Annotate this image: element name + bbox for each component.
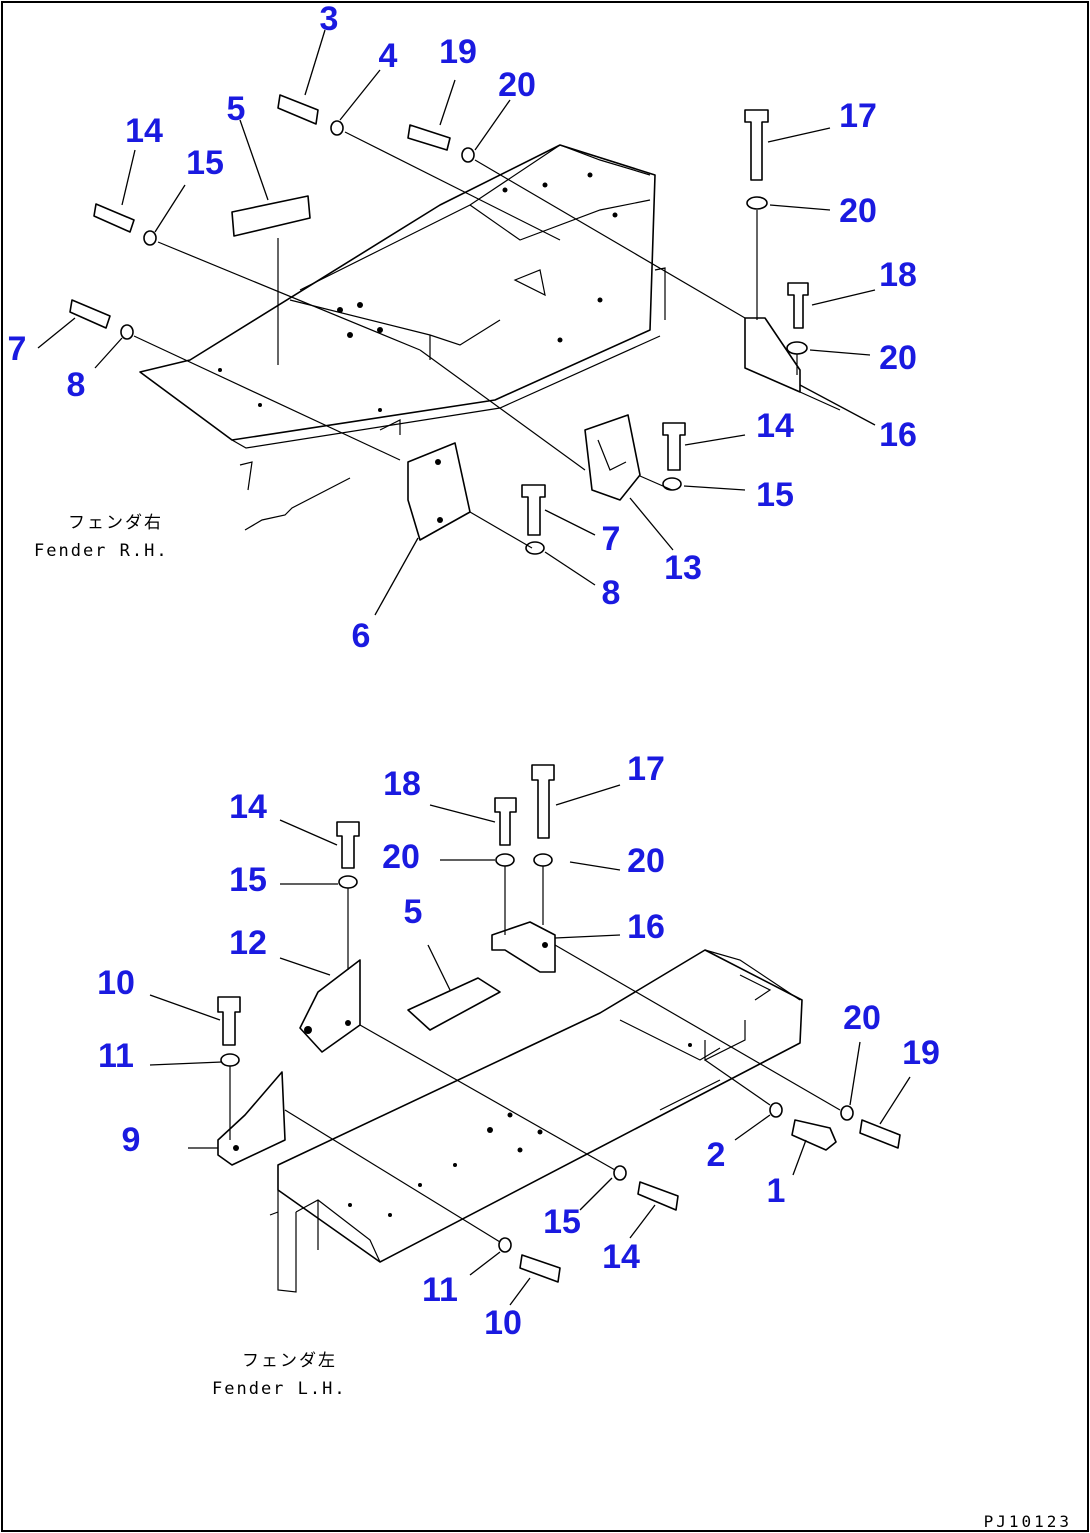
callout-15: 15	[543, 1203, 581, 1241]
callout-20: 20	[879, 339, 917, 377]
callout-16: 16	[627, 908, 665, 946]
caption-lh-en: Fender L.H.	[212, 1379, 347, 1399]
nut-1-lh	[791, 1119, 837, 1151]
bolt-3-rh	[277, 94, 319, 125]
bolt-10-lh-b	[519, 1254, 561, 1283]
callout-18: 18	[383, 765, 421, 803]
callout-9: 9	[122, 1121, 141, 1159]
callout-20: 20	[843, 999, 881, 1037]
leaders-lh	[149, 784, 911, 1306]
bracket-12-lh	[299, 959, 361, 1053]
callout-3: 3	[320, 0, 339, 38]
bracket-9-lh	[217, 1071, 286, 1166]
washer-20-rh-b	[746, 196, 768, 210]
assembly-lines-rh	[133, 131, 841, 549]
callout-14: 14	[602, 1238, 640, 1276]
washer-20-lh-b	[533, 853, 553, 867]
washer-2-lh	[769, 1102, 783, 1118]
callout-16: 16	[879, 416, 917, 454]
assembly-lines-lh	[188, 866, 841, 1243]
callout-20: 20	[839, 192, 877, 230]
washer-20-rh	[461, 147, 475, 163]
callout-11: 11	[422, 1271, 458, 1309]
washer-11-lh	[220, 1053, 240, 1067]
callout-8: 8	[602, 574, 621, 612]
fender-lh-body	[269, 949, 803, 1293]
callout-7: 7	[602, 520, 621, 558]
washer-20-rh-c	[786, 341, 808, 355]
bolt-14-rh-b	[662, 422, 686, 471]
callout-20: 20	[498, 66, 536, 104]
caption-rh-jp: フェンダ右	[68, 513, 163, 533]
washer-15-lh-b	[613, 1165, 627, 1181]
callout-19: 19	[439, 33, 477, 71]
fender-rh-view: 3 4 19 20 14 15 5 7 8 17 20 18 20 16 14 …	[8, 0, 917, 655]
callout-13: 13	[664, 549, 702, 587]
bolt-7-rh	[69, 299, 111, 329]
bolt-14-rh	[93, 203, 135, 233]
bolt-17-lh	[531, 764, 555, 839]
washer-11-lh-b	[498, 1237, 512, 1253]
bracket-6-rh	[407, 442, 471, 541]
callout-14: 14	[229, 788, 267, 826]
bolt-19-rh	[407, 124, 451, 151]
callout-5: 5	[227, 90, 246, 128]
bracket-16-lh	[491, 921, 556, 973]
bracket-16-rh	[744, 317, 801, 393]
caption-rh-en: Fender R.H.	[34, 541, 169, 561]
washer-20-lh-c	[840, 1105, 854, 1121]
callout-2: 2	[707, 1136, 726, 1174]
callout-15: 15	[186, 144, 224, 182]
callout-11: 11	[98, 1037, 134, 1075]
washer-4-rh	[330, 120, 344, 136]
callout-20: 20	[627, 842, 665, 880]
figure-code: PJ10123	[984, 1512, 1072, 1531]
callout-20: 20	[382, 838, 420, 876]
bolt-14-lh	[336, 821, 360, 869]
bolt-10-lh	[217, 996, 241, 1046]
callout-5: 5	[404, 893, 423, 931]
callout-17: 17	[839, 97, 877, 135]
bolt-19-lh	[859, 1119, 901, 1149]
callout-17: 17	[627, 750, 665, 788]
callout-10: 10	[484, 1304, 522, 1342]
fender-rh-body	[139, 144, 666, 531]
caption-lh-jp: フェンダ左	[242, 1351, 337, 1371]
callout-12: 12	[229, 924, 267, 962]
leaders-rh	[37, 29, 876, 616]
callout-18: 18	[879, 256, 917, 294]
callout-10: 10	[97, 964, 135, 1002]
callout-6: 6	[352, 617, 371, 655]
bolt-7-rh-b	[521, 484, 546, 536]
callout-8: 8	[67, 366, 86, 404]
callout-7: 7	[8, 330, 27, 368]
bolt-18-lh	[494, 797, 517, 846]
washer-15-rh-b	[662, 477, 682, 491]
callout-15: 15	[756, 476, 794, 514]
callout-15: 15	[229, 861, 267, 899]
washer-8-rh-b	[525, 541, 545, 555]
washer-15-rh	[143, 230, 157, 246]
bolt-17-rh	[744, 109, 769, 181]
callout-1: 1	[767, 1172, 786, 1210]
fender-lh-view: 18 17 14 20 20 15 5 16 12 10 20 19 11 9 …	[97, 750, 940, 1399]
bracket-13-rh	[584, 414, 641, 501]
callout-4: 4	[379, 37, 398, 75]
washer-15-lh	[338, 875, 358, 889]
washer-20-lh-a	[495, 853, 515, 867]
callout-14: 14	[125, 112, 163, 150]
callout-14: 14	[756, 407, 794, 445]
callout-19: 19	[902, 1034, 940, 1072]
bolt-14-lh-b	[637, 1181, 679, 1211]
washer-8-rh	[120, 324, 134, 340]
cover-pad-rh	[231, 195, 311, 237]
cover-pad-lh	[407, 977, 501, 1031]
bolt-18-rh	[787, 282, 809, 329]
